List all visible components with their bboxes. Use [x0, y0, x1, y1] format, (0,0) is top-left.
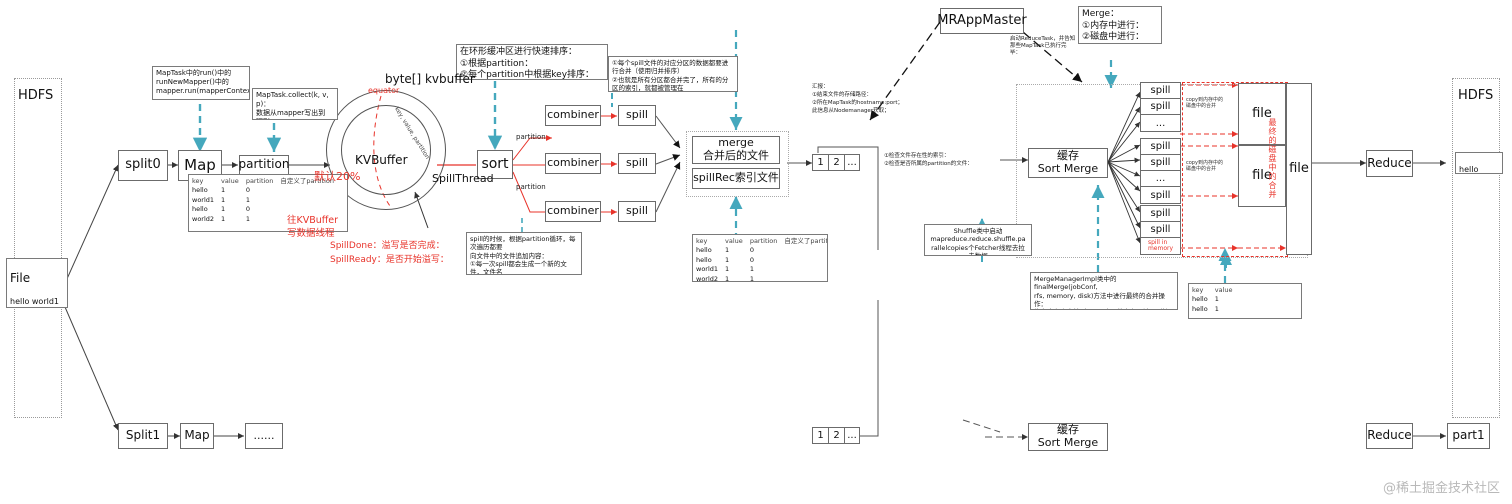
node-part-output[interactable]: part1 [1447, 423, 1490, 449]
table-sorted-output: key value partition 自定义了partition hello … [692, 234, 828, 282]
partition-cell[interactable]: 1 [812, 427, 828, 444]
note-spill-flags: SpillDone：溢写是否完成： SpillReady：是否开始溢写： [330, 241, 449, 265]
node-more-bottom: ...... [245, 423, 283, 449]
final-disk-merge-label: 最终的磁盘中的合并 [1268, 118, 1277, 199]
spill-cell[interactable]: spill [1141, 139, 1180, 155]
watermark: @稀土掘金技术社区 [1382, 481, 1500, 496]
node-reduce-bottom[interactable]: Reduce [1366, 423, 1413, 449]
node-mrappmaster[interactable]: MRAppMaster [937, 8, 1027, 34]
spill-group-0[interactable]: spill spill ... [1140, 82, 1181, 132]
partition-cell[interactable]: ... [844, 154, 860, 171]
spill-cell[interactable]: spill in memory [1147, 238, 1174, 252]
spill-cell[interactable]: spill [1141, 222, 1180, 238]
node-merge-file[interactable]: merge 合并后的文件 [692, 136, 780, 164]
spill-cell[interactable]: ... [1155, 117, 1166, 129]
table-row: hello 1 [1192, 295, 1219, 304]
node-map-bottom[interactable]: Map [180, 423, 214, 449]
table-row: hello 1 0 [696, 255, 754, 264]
table-row: hello 1 [1192, 304, 1219, 313]
note-merge-modes: Merge： ①内存中进行： ②磁盘中进行： [1078, 6, 1162, 44]
result-key: hello [1459, 165, 1479, 174]
map-output-header-3: 自定义了partition [280, 177, 334, 185]
node-spill-1[interactable]: spill [618, 153, 656, 174]
kvbuffer-array-label: byte[] kvbuffer [385, 72, 475, 86]
default-percent-label: 默认20% [314, 170, 361, 183]
node-sort[interactable]: sort [477, 150, 513, 179]
note-maptask-run: MapTask中的run()中的 runNewMapper()中的 mapper… [152, 66, 250, 100]
partition-cell[interactable]: 1 [812, 154, 828, 171]
table-row: world2 1 1 [192, 214, 250, 223]
node-spill-2[interactable]: spill [618, 201, 656, 222]
hdfs-right-label: HDFS [1458, 88, 1494, 103]
table-row: world1 1 1 [696, 265, 754, 274]
copy-to-disk-label-0: copy到内存中的 磁盘中的合并 [1186, 97, 1223, 109]
note-merge-manager: MergeManagerImpl类中的finalMerge(jobConf, r… [1030, 272, 1178, 310]
table-reduce-input: key value hello 1 hello 1 [1188, 283, 1302, 319]
spill-cell[interactable]: spill [1150, 189, 1171, 201]
partition-cell[interactable]: ... [844, 427, 860, 444]
hdfs-left-lane [14, 78, 62, 418]
node-spillrec-file[interactable]: spillRec索引文件 [692, 168, 780, 189]
table-row: hello 1 0 [696, 246, 754, 255]
node-file-1[interactable]: file [1238, 145, 1286, 207]
map-output-header-1: value [221, 177, 239, 185]
map-output-header-2: partition [245, 177, 274, 185]
partition-branch-label-bottom: partition [516, 183, 546, 191]
note-write-thread: 往KVBuffer 写数据线程 [287, 215, 339, 239]
copy-to-disk-label-1: copy到内存中的 磁盘中的合并 [1186, 160, 1223, 172]
partition-branch-label-top: partition [516, 133, 546, 141]
kvbuffer-title: KVBuffer [355, 153, 408, 167]
partition-box-bottom[interactable]: 1 2 ... [812, 427, 860, 444]
equator-label: equator [368, 86, 400, 95]
spill-cell[interactable]: spill [1141, 99, 1180, 115]
spill-cell[interactable]: spill [1141, 206, 1180, 222]
table-row: world2 1 1 [696, 274, 754, 282]
table-row: hello 1 0 [192, 186, 250, 195]
node-final-file[interactable]: file [1286, 83, 1312, 255]
node-split1[interactable]: Split1 [118, 423, 168, 449]
spill-group-2[interactable]: spill spill spill in memory [1140, 205, 1181, 255]
table-row: hello 1 0 [192, 205, 250, 214]
node-split0[interactable]: split0 [118, 150, 168, 181]
hdfs-right-lane [1452, 78, 1500, 418]
partition-cell[interactable]: 2 [828, 427, 844, 444]
source-file-note: File hello world1 hello world2 hello wor… [6, 258, 68, 308]
table-row: world1 1 1 [192, 195, 250, 204]
node-combiner-1[interactable]: combiner [545, 153, 601, 174]
map-output-header-0: key [192, 177, 204, 185]
note-spill-merge: ①每个spill文件的对应分区的数据都要进行合并（使用归并排序） ②也就是所有分… [608, 56, 738, 92]
note-fetcher: Shuffle类中启动 mapreduce.reduce.shuffle.pa … [924, 224, 1032, 256]
source-file-line-0: hello world1 [10, 296, 59, 306]
note-mram-arrow: 启动ReduceTask，并告知 那些MapTask已执行完 毕： [1010, 36, 1076, 57]
partition-box-top[interactable]: 1 2 ... [812, 154, 860, 171]
spill-cell[interactable]: spill [1141, 155, 1180, 171]
node-combiner-0[interactable]: combiner [545, 105, 601, 126]
source-file-title: File [10, 271, 31, 286]
node-partition[interactable]: partition [239, 155, 289, 175]
node-file-0[interactable]: file [1238, 83, 1286, 145]
node-combiner-2[interactable]: combiner [545, 201, 601, 222]
spill-cell[interactable]: spill [1141, 83, 1180, 99]
node-spill-0[interactable]: spill [618, 105, 656, 126]
node-sort-merge-top[interactable]: 缓存 Sort Merge [1028, 148, 1108, 178]
spill-group-1[interactable]: spill spill ... spill [1140, 138, 1181, 204]
spill-thread-label: SpillThread [432, 172, 494, 185]
spill-cell[interactable]: ... [1141, 171, 1180, 187]
node-sort-merge-bottom[interactable]: 缓存 Sort Merge [1028, 423, 1108, 451]
note-confirm-file: ①检查文件存在性的索引： ②检查是否所属的partition的文件： [884, 153, 973, 168]
kvbuffer-outer-ring [326, 90, 446, 210]
reduce-result-note: hello 3 [1455, 152, 1503, 174]
note-gather: 汇报： ①结束文件的存储路径： ②所在MapTask的hostname:port… [812, 84, 904, 114]
note-ring-sort: 在环形缓冲区进行快速排序： ①根据partition： ②每个partition… [456, 44, 608, 80]
hdfs-left-label: HDFS [18, 88, 54, 103]
note-spill-write: spill的时候，根据partition循环，每次遍历都要 向文件中的文件追加内… [466, 232, 582, 275]
note-maptask-collect: MapTask.collect(k, v, p)： 数据从mapper写出到 环… [252, 88, 338, 120]
partition-cell[interactable]: 2 [828, 154, 844, 171]
node-reduce-top[interactable]: Reduce [1366, 150, 1413, 177]
